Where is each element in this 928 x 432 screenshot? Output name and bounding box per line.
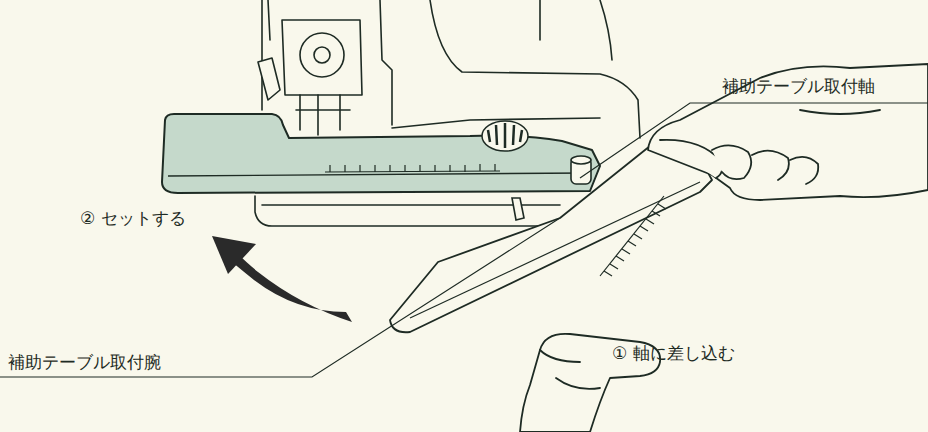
table-scale [325,164,500,172]
leader-lines [0,103,928,377]
part-name: 補助テーブル取付軸 [722,76,875,96]
set-arrow [212,236,352,322]
aux-table-part [162,114,600,193]
set-arrow-part [212,236,256,274]
leader-lines-part [0,218,560,377]
mount-arm-part [390,142,712,332]
mount-shaft-part [571,156,591,164]
arm-scale-part [604,204,666,276]
step-instruction: ① 軸に差し込む [612,343,735,363]
machine-body-part [255,196,588,226]
upper-hand-part [790,157,818,184]
aux-table [162,114,600,193]
machine-body-part [282,20,362,95]
table-scale-part [325,171,500,172]
machine-body-part [540,0,612,60]
upper-hand-part [800,110,880,114]
mount-arm-part [410,182,700,318]
upper-hand [648,64,928,200]
dial-knob-part [482,121,528,151]
mount-arm [390,142,712,332]
lower-hand-part [540,350,580,362]
upper-hand-part [660,140,722,178]
dial-knob-part [488,123,522,148]
machine-body-part [258,58,280,100]
step-instruction: ② セットする [80,208,186,228]
set-arrow-part [232,254,352,322]
machine-body-part [296,95,350,135]
upper-hand-part [752,151,789,180]
machine-body-part [300,33,344,77]
upper-hand-part [712,145,751,179]
machine-body-part [430,0,640,138]
aux-table-part [168,173,588,176]
mount-shaft-part [512,198,524,220]
lower-hand-part [556,378,600,389]
leader-lines-part [580,103,928,178]
arm-scale-part [600,196,664,276]
dial-knob [482,121,528,151]
arm-scale [600,196,666,276]
machine-body-part [314,47,330,63]
table-scale-part [330,164,495,172]
part-name: 補助テーブル取付腕 [8,352,161,372]
machine-body-part [380,0,392,125]
upper-hand-part [648,64,928,200]
